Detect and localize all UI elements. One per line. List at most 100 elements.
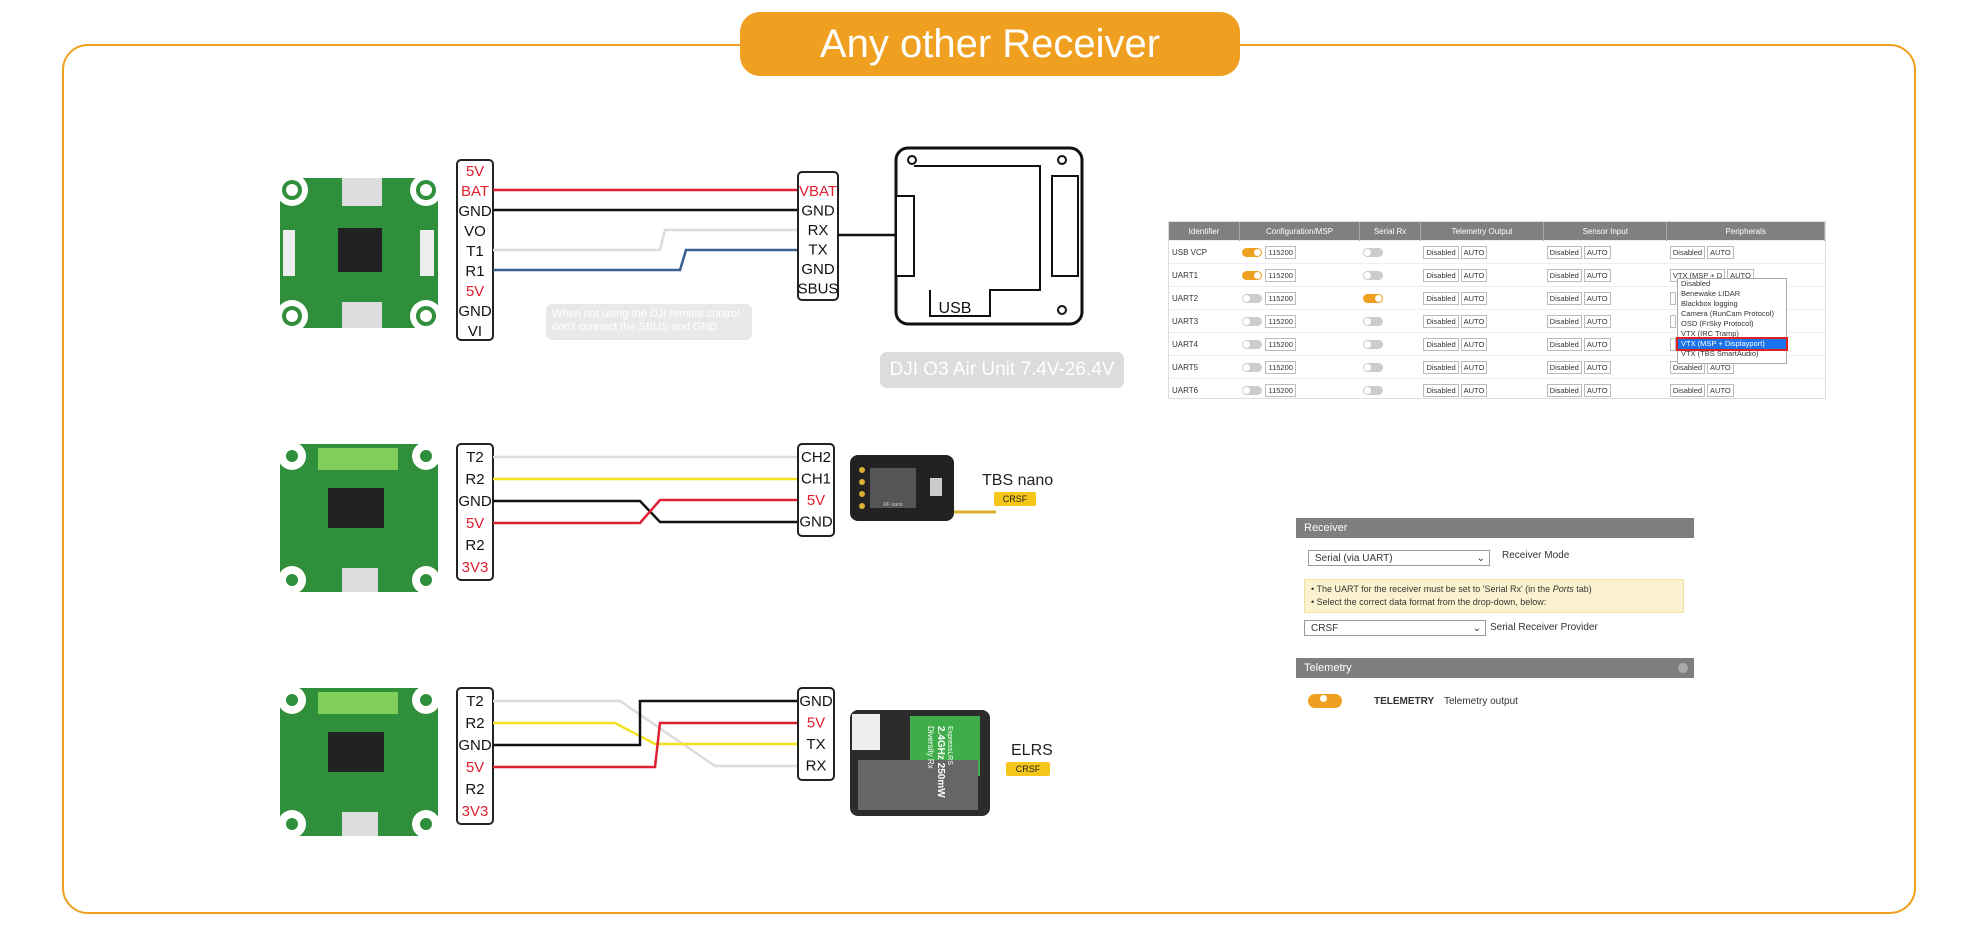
sensor-select[interactable]: Disabled (1546, 337, 1582, 351)
receiver-mode-select[interactable]: Serial (via UART) ⌄ (1308, 550, 1490, 566)
peripheral-rate-select[interactable]: AUTO (1707, 245, 1734, 259)
telemetry-rate-select[interactable]: AUTO (1460, 245, 1488, 259)
pin-label: 5V (466, 163, 484, 180)
ports-column-header: Sensor Input (1543, 222, 1668, 241)
pin-label: GND (458, 493, 492, 510)
baud-select[interactable]: 115200 (1265, 245, 1296, 259)
telemetry-rate-select[interactable]: AUTO (1460, 337, 1488, 351)
msp-toggle[interactable] (1242, 362, 1263, 372)
baud-select[interactable]: 115200 (1265, 337, 1296, 351)
telemetry-toggle[interactable] (1308, 694, 1342, 708)
sensor-rate-select[interactable]: AUTO (1583, 291, 1611, 305)
serial-rx-toggle[interactable] (1362, 316, 1383, 326)
msp-toggle[interactable] (1242, 385, 1263, 395)
tbs-crsf-badge: CRSF (994, 492, 1036, 506)
dropdown-option[interactable]: Blackbox logging (1681, 299, 1738, 308)
dropdown-option[interactable]: VTX (MSP + Displayport) (1676, 337, 1788, 351)
serial-provider-select[interactable]: CRSF ⌄ (1304, 620, 1486, 636)
baud-select[interactable]: 115200 (1265, 291, 1296, 305)
sensor-select[interactable]: Disabled (1546, 291, 1582, 305)
telemetry-rate-select[interactable]: AUTO (1460, 268, 1488, 282)
msp-toggle[interactable] (1242, 339, 1263, 349)
baud-select[interactable]: 115200 (1265, 314, 1296, 328)
pin-label: 5V (466, 283, 484, 300)
pin-label: TX (806, 736, 825, 753)
serial-rx-toggle[interactable] (1362, 385, 1383, 395)
telemetry-select[interactable]: Disabled (1423, 291, 1459, 305)
peripheral-rate-select[interactable]: AUTO (1707, 383, 1734, 397)
pin-label: R1 (465, 263, 484, 280)
dropdown-option[interactable]: Camera (RunCam Protocol) (1681, 309, 1774, 318)
telemetry-select[interactable]: Disabled (1423, 337, 1459, 351)
pin-label: T2 (466, 449, 484, 466)
help-icon[interactable] (1678, 663, 1688, 673)
baud-select[interactable]: 115200 (1265, 383, 1296, 397)
tbs-nano-receiver (850, 455, 996, 521)
baud-select[interactable]: 115200 (1265, 360, 1296, 374)
receiver-panel: Receiver Serial (via UART) ⌄ Receiver Mo… (1296, 518, 1694, 716)
telemetry-rate-select[interactable]: AUTO (1460, 360, 1488, 374)
pin-label: 5V (466, 515, 484, 532)
sensor-rate-select[interactable]: AUTO (1583, 337, 1611, 351)
pin-label: CH2 (801, 449, 831, 466)
baud-select[interactable]: 115200 (1265, 268, 1296, 282)
sensor-rate-select[interactable]: AUTO (1583, 383, 1611, 397)
pin-label: CH1 (801, 471, 831, 488)
serial-rx-toggle[interactable] (1362, 247, 1383, 257)
sensor-rate-select[interactable]: AUTO (1583, 360, 1611, 374)
telemetry-select[interactable]: Disabled (1423, 314, 1459, 328)
serial-rx-toggle[interactable] (1362, 270, 1383, 280)
telemetry-select[interactable]: Disabled (1423, 383, 1459, 397)
pin-label: 3V3 (462, 559, 489, 576)
serial-rx-toggle[interactable] (1362, 293, 1383, 303)
pin-label: GND (799, 514, 833, 531)
elrs-receiver (850, 710, 990, 816)
msp-toggle[interactable] (1242, 247, 1263, 257)
port-identifier: UART2 (1172, 293, 1199, 303)
receiver-hint: • The UART for the receiver must be set … (1304, 579, 1684, 613)
dropdown-option[interactable]: Disabled (1681, 279, 1711, 288)
svg-text:2.4GHz 250mW: 2.4GHz 250mW (935, 726, 946, 798)
telemetry-select[interactable]: Disabled (1423, 360, 1459, 374)
sensor-select[interactable]: Disabled (1546, 383, 1582, 397)
sensor-select[interactable]: Disabled (1546, 360, 1582, 374)
serial-rx-toggle[interactable] (1362, 339, 1383, 349)
wires-2 (493, 455, 798, 525)
msp-toggle[interactable] (1242, 270, 1263, 280)
telemetry-rate-select[interactable]: AUTO (1460, 291, 1488, 305)
sensor-rate-select[interactable]: AUTO (1583, 268, 1611, 282)
port-identifier: USB VCP (1172, 247, 1208, 257)
pin-label: T2 (466, 693, 484, 710)
port-identifier: UART1 (1172, 270, 1199, 280)
peripheral-select[interactable] (1669, 314, 1676, 328)
msp-toggle[interactable] (1242, 316, 1263, 326)
dropdown-option[interactable]: Benewake LIDAR (1681, 289, 1741, 298)
sensor-select[interactable]: Disabled (1546, 268, 1582, 282)
sensor-select[interactable]: Disabled (1546, 245, 1582, 259)
peripheral-select[interactable]: Disabled (1669, 245, 1706, 259)
dropdown-option[interactable]: OSD (FrSky Protocol) (1681, 319, 1754, 328)
serial-rx-toggle[interactable] (1362, 362, 1383, 372)
telemetry-name: TELEMETRY (1374, 696, 1435, 707)
pin-label: RX (806, 758, 827, 775)
sensor-rate-select[interactable]: AUTO (1583, 245, 1611, 259)
sensor-rate-select[interactable]: AUTO (1583, 314, 1611, 328)
telemetry-rate-select[interactable]: AUTO (1460, 314, 1488, 328)
telemetry-rate-select[interactable]: AUTO (1460, 383, 1488, 397)
peripheral-select[interactable] (1669, 291, 1676, 305)
elrs-board-text: ExpressLRS 2.4GHz 250mW Diversity Rx (926, 726, 953, 798)
peripheral-select[interactable]: Disabled (1669, 383, 1706, 397)
telemetry-select[interactable]: Disabled (1423, 268, 1459, 282)
msp-toggle[interactable] (1242, 293, 1263, 303)
chip-label: RF nano (883, 502, 902, 508)
dropdown-option[interactable]: VTX (TBS SmartAudio) (1681, 349, 1759, 358)
peripheral-select[interactable] (1669, 337, 1676, 351)
telemetry-select[interactable]: Disabled (1423, 245, 1459, 259)
dropdown-option[interactable]: VTX (IRC Tramp) (1681, 329, 1739, 338)
sensor-select[interactable]: Disabled (1546, 314, 1582, 328)
